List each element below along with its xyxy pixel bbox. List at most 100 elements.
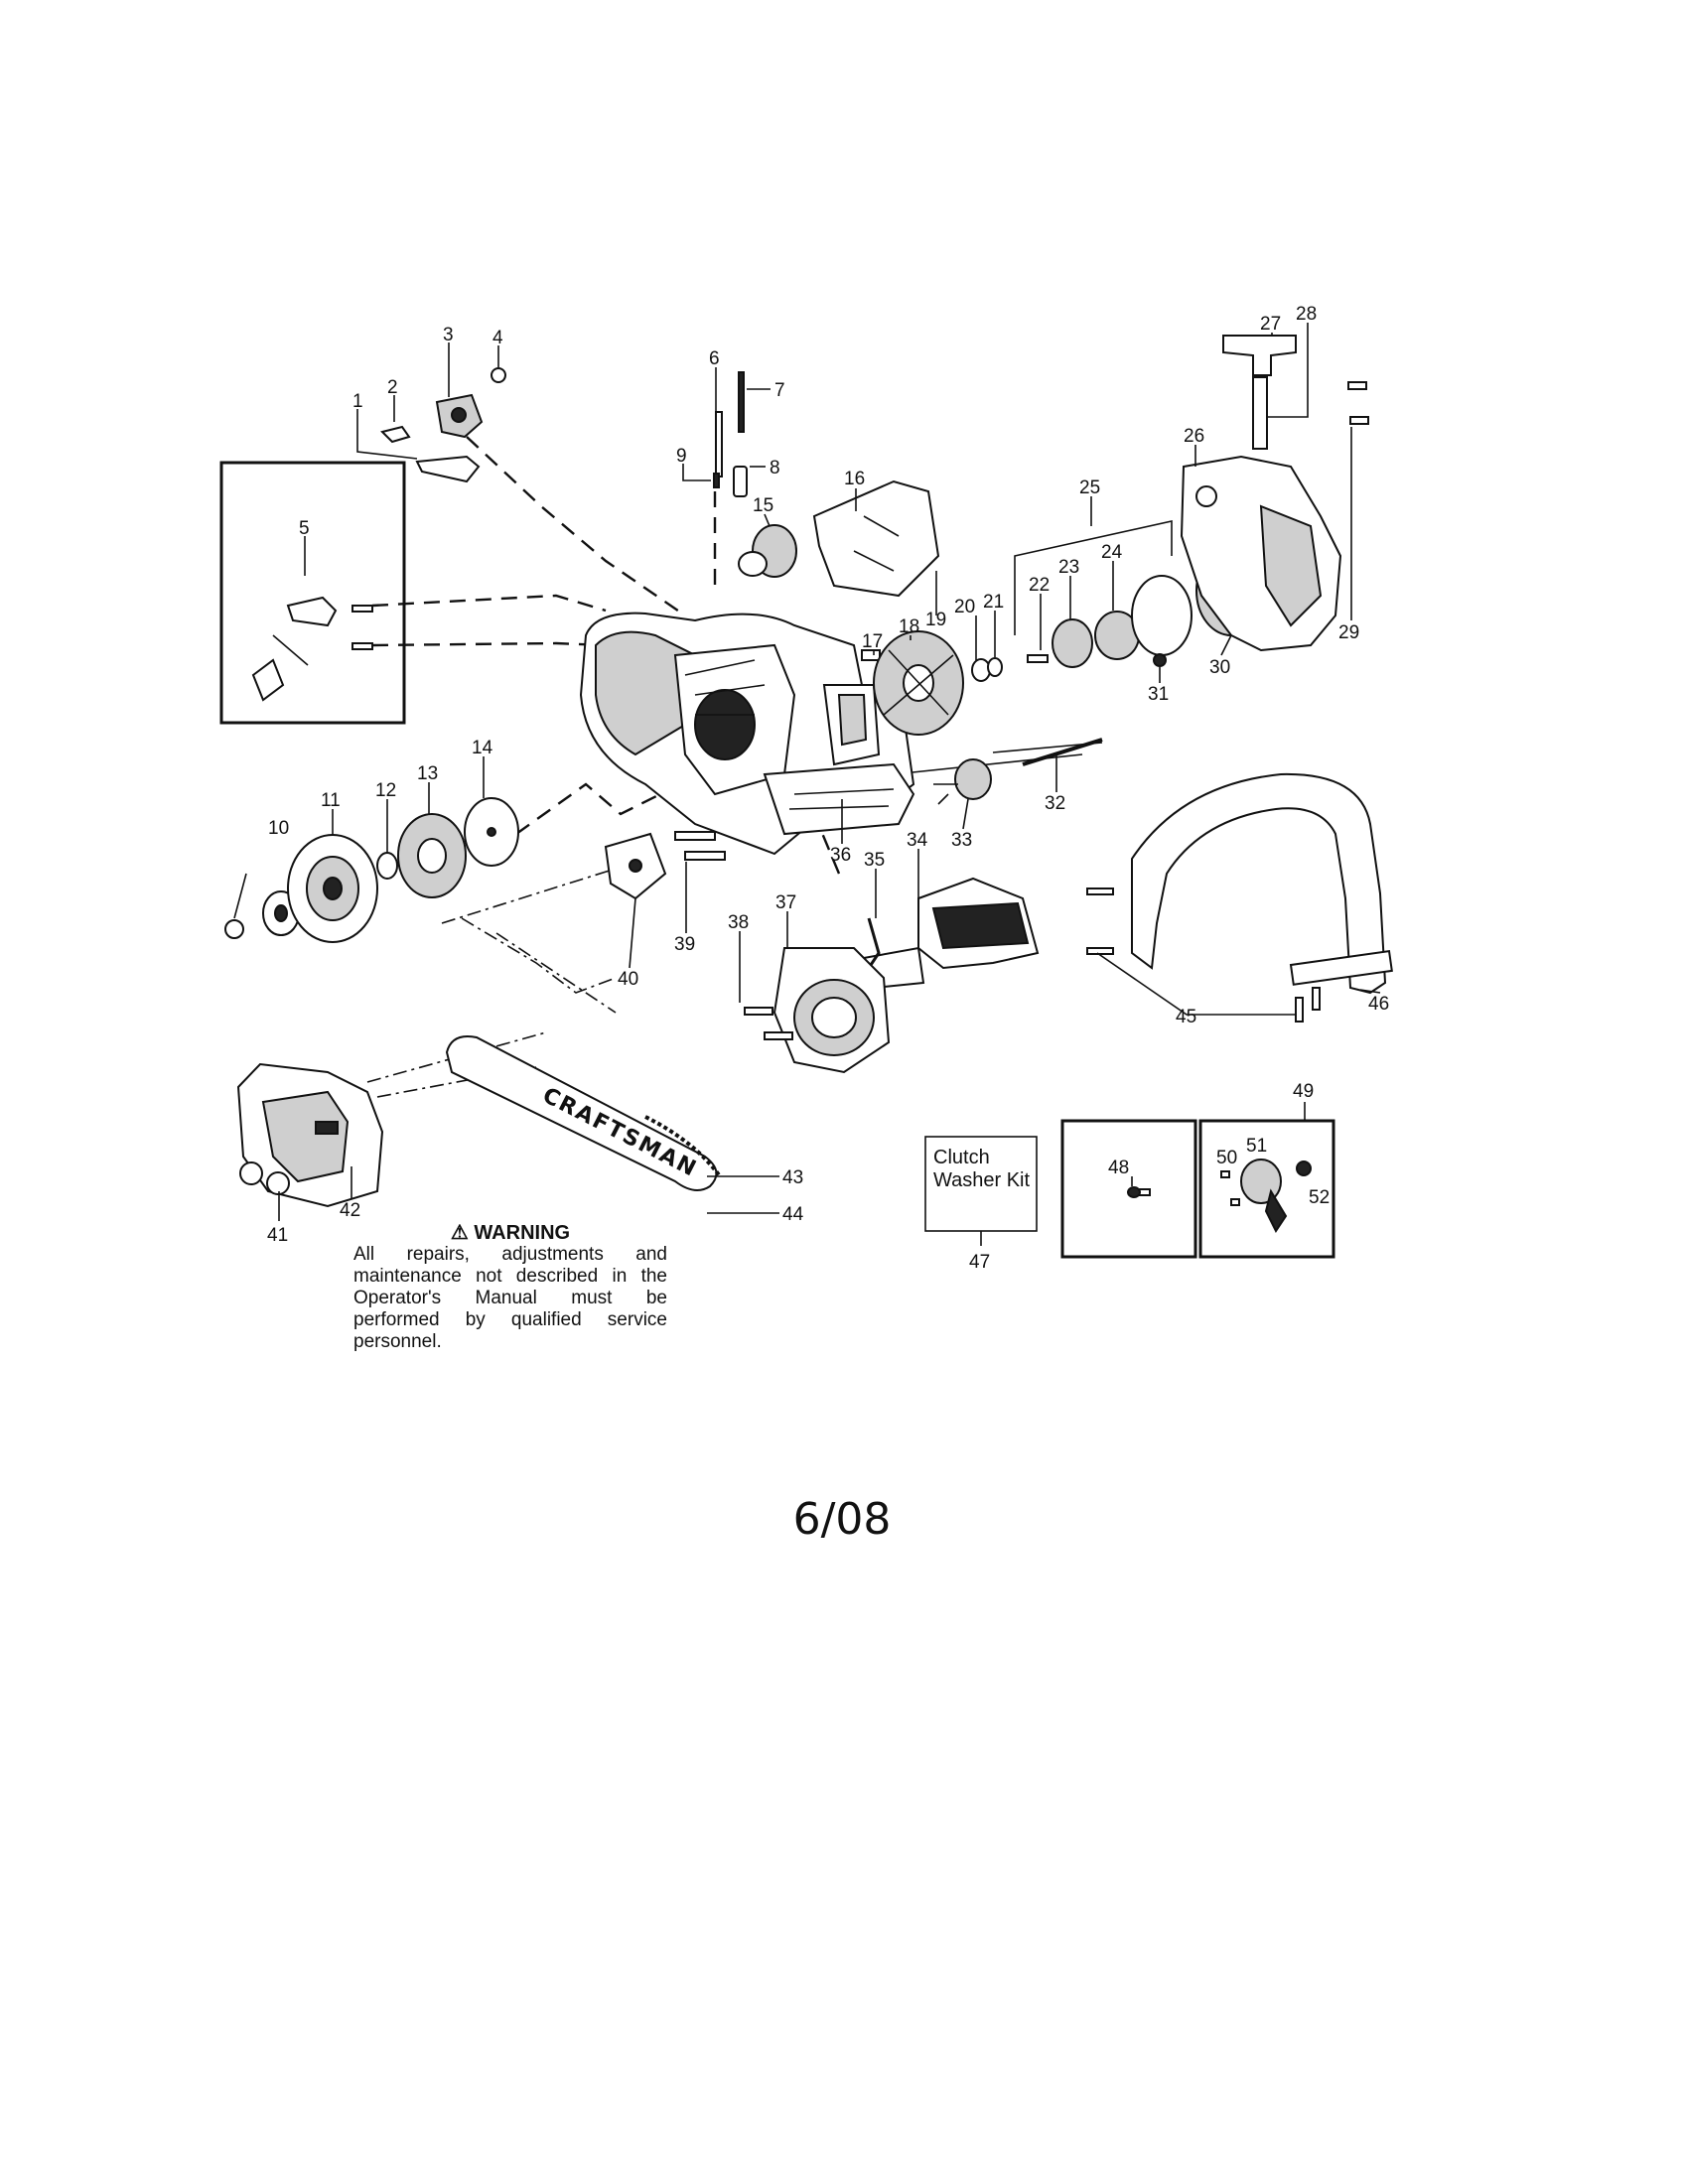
callout-52: 52 (1309, 1187, 1330, 1208)
callout-7: 7 (774, 380, 785, 401)
part-25-bracket (1014, 520, 1173, 635)
part-40-plate (604, 832, 667, 900)
part-29-screws (1347, 381, 1369, 425)
part-39-bolts (674, 831, 726, 861)
part-15-oil-cap (738, 524, 797, 578)
part-23-pulley (1052, 618, 1093, 668)
part-2-spring (380, 425, 411, 444)
part-19-cylinder-cover (812, 479, 940, 598)
part-4-washer (491, 367, 506, 383)
clutch-washer-kit-label: Clutch Washer Kit (933, 1147, 1031, 1191)
part-12-washer (376, 852, 398, 880)
part-49-box (1198, 1119, 1335, 1259)
callout-4: 4 (492, 328, 503, 348)
warning-notice: ⚠ WARNING All repairs, adjustments and m… (353, 1222, 667, 1353)
part-9-pin (713, 473, 720, 488)
callout-labels: 1 2 3 4 5 6 7 8 9 10 11 12 13 14 15 16 1… (267, 304, 1389, 1273)
part-6-pin (715, 411, 723, 478)
warning-title: WARNING (474, 1222, 571, 1244)
callout-48: 48 (1108, 1158, 1129, 1178)
callout-2: 2 (387, 377, 398, 398)
part-5-kit-box (219, 461, 406, 725)
callout-23: 23 (1058, 557, 1079, 578)
callout-18: 18 (899, 616, 919, 637)
callout-33: 33 (951, 830, 972, 851)
part-42-bar-cover (236, 1062, 384, 1208)
callout-28: 28 (1296, 304, 1317, 325)
callout-17: 17 (862, 631, 883, 652)
callout-13: 13 (417, 763, 438, 784)
part-24-pawl-plate (1131, 575, 1193, 656)
callout-44: 44 (782, 1204, 804, 1225)
part-3-oil-pump (435, 393, 484, 439)
callout-22: 22 (1029, 575, 1050, 596)
part-20-washer (971, 658, 991, 682)
part-45-screws (1086, 887, 1321, 1023)
callout-25: 25 (1079, 478, 1100, 498)
callout-29: 29 (1338, 622, 1359, 643)
part-1-lever (415, 455, 481, 483)
callout-5: 5 (299, 518, 310, 539)
callout-40: 40 (618, 969, 638, 990)
callout-9: 9 (676, 446, 687, 467)
part-8-filter (733, 466, 748, 497)
callout-39: 39 (674, 934, 695, 955)
callout-30: 30 (1209, 657, 1230, 678)
callout-51: 51 (1246, 1136, 1267, 1157)
part-26-starter-housing (1180, 455, 1342, 652)
callout-41: 41 (267, 1225, 288, 1246)
callout-34: 34 (907, 830, 928, 851)
part-43-chain (644, 1115, 722, 1178)
part-10-ring (224, 919, 244, 939)
part-38-screws (744, 1007, 793, 1040)
part-27-handle (1222, 335, 1297, 450)
part-14-plate (464, 797, 519, 867)
part-18-flywheel (873, 630, 964, 736)
callout-32: 32 (1045, 793, 1065, 814)
part-13-clutch (397, 813, 467, 898)
callout-50: 50 (1216, 1148, 1237, 1168)
part-11-clutch-drum (287, 834, 378, 943)
part-46-front-handle (1131, 772, 1393, 995)
callout-45: 45 (1176, 1007, 1196, 1027)
callout-43: 43 (782, 1167, 803, 1188)
bar-brand-text: CRAFTSMAN (538, 1083, 701, 1182)
callout-6: 6 (709, 348, 720, 369)
callout-46: 46 (1368, 994, 1389, 1015)
callout-24: 24 (1101, 542, 1123, 563)
callout-10: 10 (268, 818, 289, 839)
part-35-spring (867, 917, 881, 969)
callout-20: 20 (954, 597, 975, 617)
part-34-brake-handle (862, 877, 1040, 990)
callout-26: 26 (1184, 426, 1204, 447)
part-22-screw (1027, 654, 1049, 663)
callout-8: 8 (770, 458, 780, 478)
part-48-box (1060, 1119, 1197, 1259)
part-32-rod (1022, 738, 1103, 766)
part-41-nuts (239, 1161, 290, 1195)
engine-housing (579, 612, 915, 856)
callout-11: 11 (321, 790, 341, 811)
part-21-nut (987, 657, 1003, 677)
callout-14: 14 (472, 738, 493, 758)
callout-27: 27 (1260, 314, 1281, 335)
callout-47: 47 (969, 1252, 990, 1273)
part-33-bushing (933, 758, 992, 805)
part-44-guide-bar: CRAFTSMAN (445, 1035, 718, 1191)
callout-49: 49 (1293, 1081, 1314, 1102)
callout-21: 21 (983, 592, 1004, 613)
callout-1: 1 (352, 391, 363, 412)
part-7-hose (738, 371, 745, 433)
callout-42: 42 (340, 1200, 360, 1221)
callout-15: 15 (753, 495, 773, 516)
part-37-brake-assembly (772, 947, 891, 1074)
callout-38: 38 (728, 912, 749, 933)
warning-text: All repairs, adjustments and maintenance… (353, 1244, 667, 1352)
warning-title-row: ⚠ WARNING (353, 1222, 667, 1244)
callout-leaders (233, 323, 1381, 1246)
revision-date: 6/08 (792, 1494, 892, 1545)
callout-12: 12 (375, 780, 396, 801)
warning-icon: ⚠ (450, 1222, 469, 1244)
callout-16: 16 (844, 469, 865, 489)
